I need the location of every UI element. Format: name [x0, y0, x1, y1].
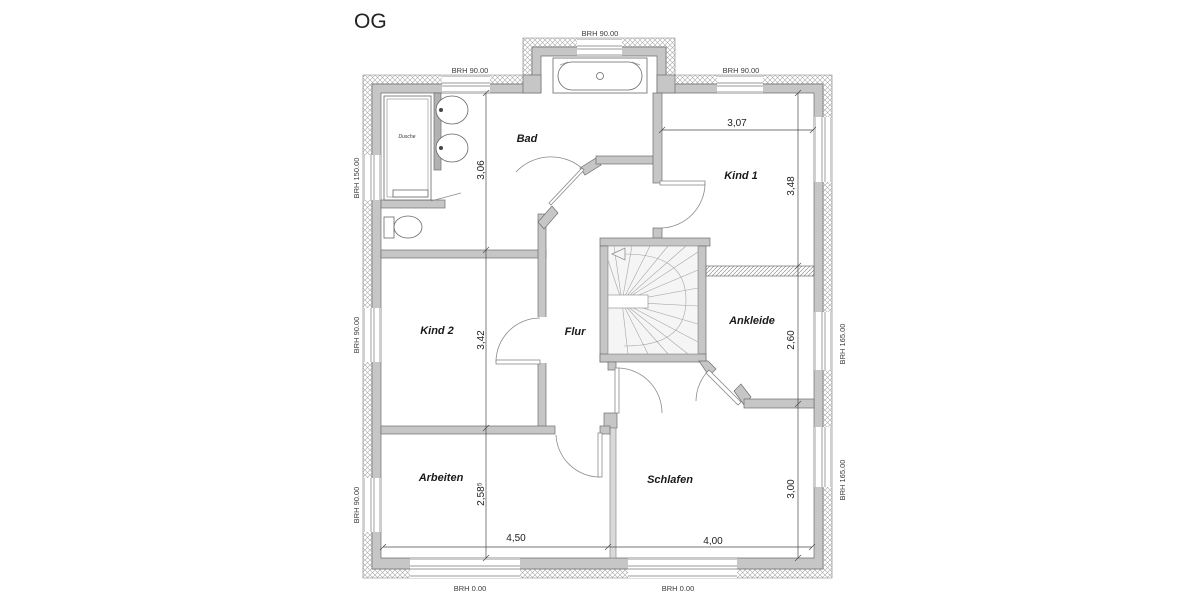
- wall-bad-kind2: [380, 249, 547, 259]
- wall-stair-west: [599, 245, 609, 363]
- door-schlafen: [614, 367, 663, 414]
- wall-arbeiten-schlafen: [609, 427, 617, 559]
- dim-schlafen-depth: 3,00: [786, 479, 797, 499]
- window-left-lower: [363, 478, 381, 532]
- window-bad-top: [442, 75, 490, 93]
- dim-ankleide-depth: 2,60: [786, 330, 797, 350]
- door-bad-flur: [515, 156, 585, 206]
- room-label-kind2: Kind 2: [420, 325, 454, 337]
- dim-kind2-depth: 3,42: [476, 330, 487, 350]
- window-right-ankleide: [814, 312, 832, 370]
- window-bottom-schlafen: [628, 558, 737, 578]
- brh-top-right: BRH 90.00: [723, 66, 760, 75]
- wall-flur-nw-diagonal: [537, 205, 559, 230]
- door-ankleide: [695, 369, 742, 406]
- windows: [363, 38, 832, 578]
- room-label-ankleide: Ankleide: [728, 315, 775, 327]
- dim-bad-depth: 3,06: [476, 160, 487, 180]
- window-kind1-top: [717, 75, 763, 93]
- wall-flur-south-jamb: [599, 425, 611, 435]
- door-kind1: [659, 180, 706, 229]
- wall-stair-east: [697, 245, 707, 363]
- window-left-upper: [363, 155, 381, 200]
- brh-bottom-right: BRH 0.00: [662, 584, 695, 593]
- wall-bad-south-east: [595, 155, 656, 165]
- dim-arbeiten-depth: 2,58⁵: [476, 482, 487, 506]
- stair-start-tread: [607, 294, 649, 309]
- brh-bottom-left: BRH 0.00: [454, 584, 487, 593]
- dim-schlafen-width: 4,00: [703, 536, 723, 547]
- window-dormer: [577, 38, 622, 56]
- stair-direction-arrow: [611, 247, 626, 261]
- room-label-schlafen: Schlafen: [647, 474, 693, 486]
- room-label-flur: Flur: [565, 326, 586, 338]
- interior-walls: [380, 92, 815, 559]
- brh-top-dormer: BRH 90.00: [582, 29, 619, 38]
- room-labels: Bad Kind 1 Kind 2 Flur Ankleide Arbeiten…: [418, 133, 775, 486]
- wall-stair-north: [599, 237, 711, 247]
- shower-door: [430, 192, 462, 202]
- wall-schlafen-nw-jamb: [607, 361, 617, 371]
- brh-right-upper: BRH 165.00: [838, 324, 847, 365]
- brh-top-left: BRH 90.00: [452, 66, 489, 75]
- room-label-kind1: Kind 1: [724, 170, 758, 182]
- toilet: [383, 215, 423, 239]
- wall-kind1-west-upper: [652, 92, 663, 184]
- sill-height-labels: BRH 90.00 BRH 90.00 BRH 90.00 BRH 150.00…: [352, 29, 847, 593]
- doors: [495, 156, 742, 478]
- window-right-schlafen: [814, 427, 832, 487]
- room-label-bad: Bad: [517, 133, 538, 145]
- dimension-lines: [379, 89, 817, 562]
- wall-wc-nook: [380, 199, 446, 209]
- window-right-kind1: [814, 117, 832, 182]
- bathtub: [552, 57, 648, 94]
- wall-kind1-ankleide: [705, 265, 815, 277]
- brh-right-lower: BRH 165.00: [838, 460, 847, 501]
- dormer-corner-left: [522, 74, 542, 94]
- window-left-middle: [363, 308, 381, 362]
- door-arbeiten: [555, 432, 603, 478]
- dimension-labels: 3,06 3,07 3,48 3,42 2,60 2,58⁵ 4,50 4,00…: [476, 118, 797, 547]
- wall-kind2-arbeiten: [380, 425, 556, 435]
- stair-walkline: [623, 253, 687, 347]
- bath-fixtures: Dusche: [383, 57, 648, 239]
- dormer-corner-right: [656, 74, 676, 94]
- washbasins: [435, 95, 469, 163]
- room-label-dusche: Dusche: [399, 134, 416, 140]
- exterior-walls: [362, 37, 833, 579]
- wall-ankleide-south: [743, 398, 815, 409]
- dim-arbeiten-width: 4,50: [506, 533, 526, 544]
- brh-left-middle: BRH 90.00: [352, 317, 361, 354]
- room-label-arbeiten: Arbeiten: [418, 472, 464, 484]
- plan-title: OG: [354, 10, 387, 33]
- window-bottom-arbeiten: [410, 558, 520, 578]
- brh-left-lower: BRH 90.00: [352, 487, 361, 524]
- staircase: [607, 245, 699, 355]
- doorway-kind2: [537, 317, 547, 363]
- dim-kind1-depth: 3,48: [786, 176, 797, 196]
- door-kind2: [495, 317, 541, 365]
- shower: Dusche: [383, 95, 432, 201]
- wall-stair-south: [599, 353, 707, 363]
- wall-sink-stub: [433, 92, 442, 171]
- brh-left-upper: BRH 150.00: [352, 158, 361, 199]
- dim-kind1-width: 3,07: [727, 118, 747, 129]
